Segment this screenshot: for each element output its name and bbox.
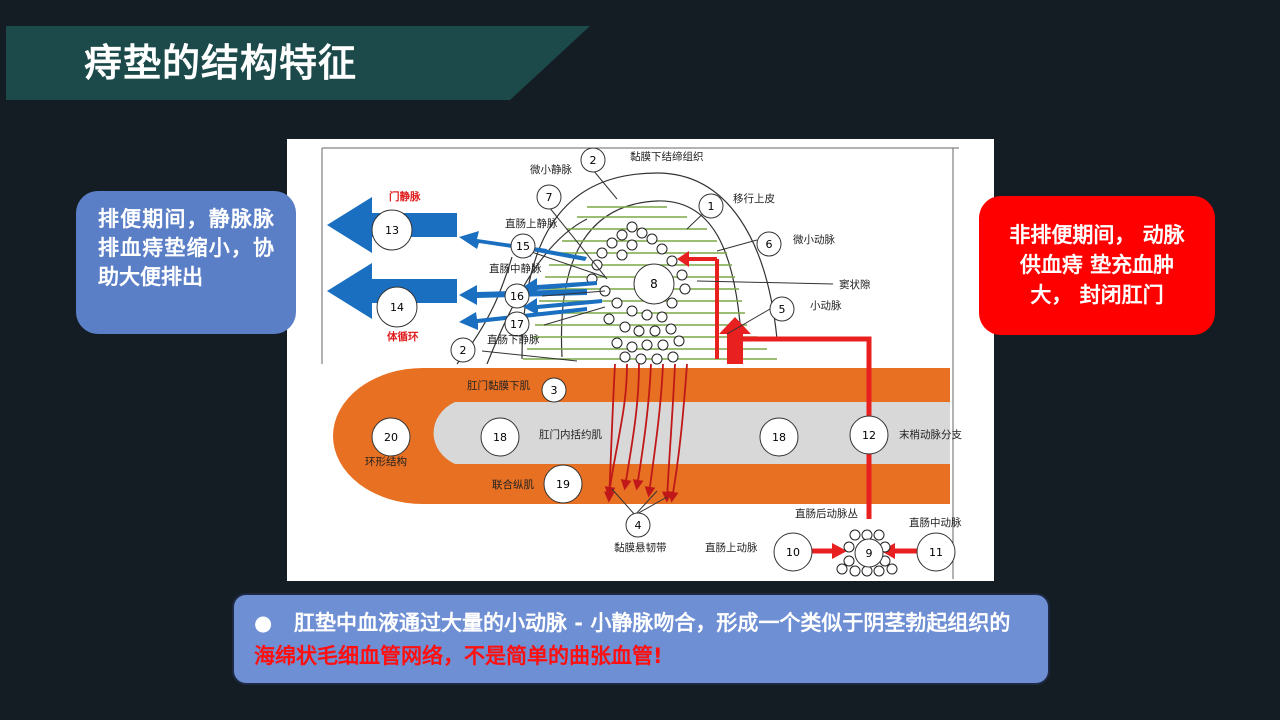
marker-17: 17 — [504, 311, 530, 337]
label-internal-sphincter: 肛门内括约肌 — [539, 428, 602, 441]
marker-8: 8 — [633, 263, 675, 305]
marker-18-right: 18 — [759, 417, 799, 457]
svg-text:18: 18 — [772, 431, 786, 444]
note-text-plain: 肛垫中血液通过大量的小动脉 - 小静脉吻合，形成一个类似于阴茎勃起组织的 — [294, 611, 1011, 635]
label-epithelium: 移行上皮 — [733, 192, 775, 205]
number-markers: 1 2 2 3 4 5 6 7 8 9 10 11 12 13 14 15 16… — [371, 147, 956, 572]
svg-text:13: 13 — [385, 224, 399, 237]
marker-4: 4 — [625, 512, 651, 538]
label-ring-structure: 环形结构 — [365, 455, 407, 468]
svg-text:12: 12 — [862, 429, 876, 442]
marker-5: 5 — [769, 296, 795, 322]
marker-2-top: 2 — [580, 147, 606, 173]
svg-text:3: 3 — [551, 384, 558, 397]
marker-11: 11 — [916, 532, 956, 572]
marker-16: 16 — [504, 283, 530, 309]
label-arteriole: 微小动脉 — [793, 233, 835, 246]
marker-19: 19 — [543, 464, 583, 504]
internal-sphincter-band — [433, 402, 951, 464]
marker-2-bottom: 2 — [450, 337, 476, 363]
label-sinusoid: 窦状隙 — [839, 278, 871, 291]
svg-text:17: 17 — [510, 318, 524, 331]
marker-3: 3 — [541, 377, 567, 403]
svg-text:9: 9 — [866, 547, 873, 560]
label-terminal-artery: 末梢动脉分支 — [899, 428, 962, 441]
svg-text:19: 19 — [556, 478, 570, 491]
label-submucosa-muscle: 肛门黏膜下肌 — [467, 379, 530, 392]
svg-text:18: 18 — [493, 431, 507, 444]
svg-text:20: 20 — [384, 431, 398, 444]
label-superior-rectal-vein: 直肠上静脉 — [505, 217, 558, 230]
label-posterior-plexus: 直肠后动脉丛 — [795, 507, 858, 520]
svg-text:15: 15 — [516, 240, 530, 253]
key-point-note: ● 肛垫中血液通过大量的小动脉 - 小静脉吻合，形成一个类似于阴茎勃起组织的海绵状… — [232, 593, 1050, 685]
vein-arrows — [327, 197, 602, 330]
title-banner — [6, 26, 590, 100]
svg-text:7: 7 — [546, 191, 553, 204]
diagram-frame — [321, 147, 959, 579]
defecation-callout: 排便期间，静脉脉排血痔垫缩小，协助大便排出 — [76, 191, 296, 334]
label-suspensory-ligament: 黏膜悬韧带 — [614, 541, 667, 554]
anal-cushion-diagram: 1 2 2 3 4 5 6 7 8 9 10 11 12 13 14 15 16… — [287, 139, 994, 581]
svg-text:14: 14 — [390, 301, 404, 314]
marker-13: 13 — [371, 209, 413, 251]
svg-text:16: 16 — [510, 290, 524, 303]
label-portal-vein: 门静脉 — [389, 190, 421, 203]
bullet-icon: ● — [254, 611, 273, 635]
svg-text:1: 1 — [708, 200, 715, 213]
svg-text:10: 10 — [786, 546, 800, 559]
label-middle-rectal-artery: 直肠中动脉 — [909, 516, 962, 529]
svg-text:5: 5 — [779, 303, 786, 316]
label-small-artery: 小动脉 — [810, 299, 842, 312]
marker-1: 1 — [698, 193, 724, 219]
svg-text:2: 2 — [460, 344, 467, 357]
svg-text:11: 11 — [929, 546, 943, 559]
marker-20: 20 — [371, 417, 411, 457]
svg-text:6: 6 — [766, 238, 773, 251]
marker-12: 12 — [849, 415, 889, 455]
ligament-lines — [611, 488, 668, 516]
marker-10: 10 — [773, 532, 813, 572]
marker-14: 14 — [376, 286, 418, 328]
label-systemic: 体循环 — [387, 330, 419, 343]
svg-text:8: 8 — [650, 277, 658, 291]
non-defecation-callout: 非排便期间， 动脉供血痔 垫充血肿大， 封闭肛门 — [979, 196, 1215, 335]
diagram-labels: 门静脉 体循环 微小静脉 黏膜下结缔组织 移行上皮 微小动脉 窦状隙 小动脉 直… — [365, 150, 962, 554]
note-text-emphasis: 海绵状毛细血管网络，不是简单的曲张血管! — [254, 644, 663, 668]
label-submucosa: 黏膜下结缔组织 — [630, 150, 704, 163]
marker-7: 7 — [536, 184, 562, 210]
label-conjoint-muscle: 联合纵肌 — [492, 478, 534, 491]
label-middle-rectal-vein: 直肠中静脉 — [489, 262, 542, 275]
svg-text:2: 2 — [590, 154, 597, 167]
svg-text:4: 4 — [635, 519, 642, 532]
marker-9: 9 — [854, 538, 884, 568]
marker-6: 6 — [756, 231, 782, 257]
marker-18-left: 18 — [480, 417, 520, 457]
label-inferior-rectal-vein: 直肠下静脉 — [487, 333, 540, 346]
label-venule: 微小静脉 — [530, 163, 572, 176]
slide-title: 痔垫的结构特征 — [84, 41, 358, 85]
marker-15: 15 — [510, 233, 536, 259]
label-superior-rectal-artery: 直肠上动脉 — [705, 541, 758, 554]
